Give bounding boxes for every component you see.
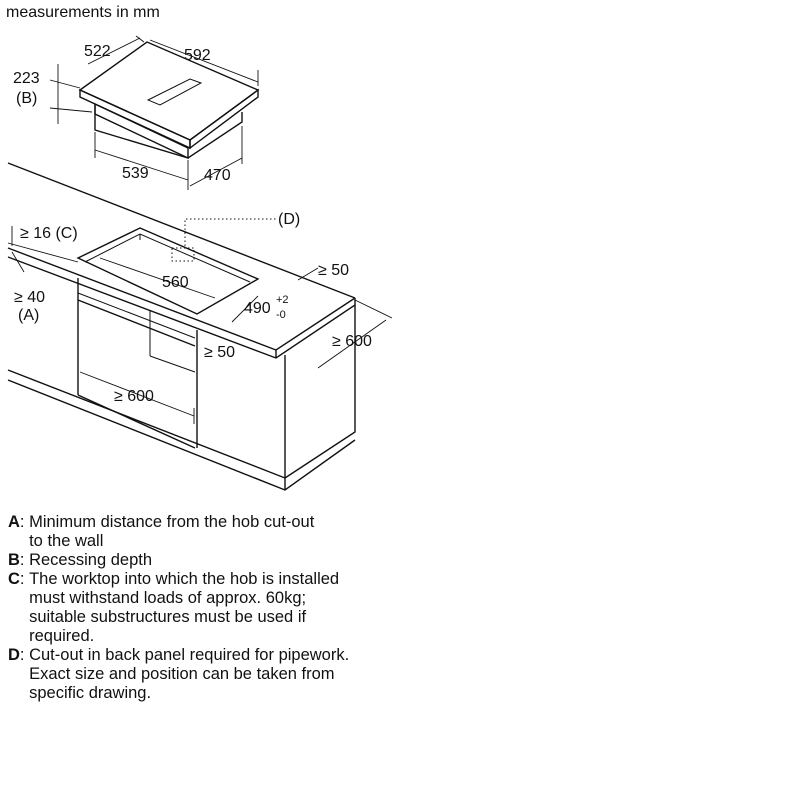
units-label: measurements in mm xyxy=(6,4,160,21)
hob-cutout xyxy=(76,227,260,315)
legend-note-key: B xyxy=(8,551,20,569)
dim-body-depth-line xyxy=(189,157,243,187)
back-panel-cutout xyxy=(171,247,195,262)
worktop-front-lower xyxy=(7,256,356,359)
dim-wall-distance-line xyxy=(11,251,25,273)
legend-note: D: Cut-out in back panel required for pi… xyxy=(8,646,428,703)
plinth-bottom xyxy=(7,379,356,491)
cutout-depth-tol-plus: +2 xyxy=(276,294,289,306)
hob-glass-edge-right xyxy=(189,88,259,150)
edge-margin-value: ≥ 16 (C) xyxy=(20,225,78,242)
dim-worktop-depth-line xyxy=(317,319,387,369)
worktop-drawing: ≥ 16 (C) (D) ≥ 40 (A) 560 490 +2 -0 ≥ 50… xyxy=(7,162,393,491)
installation-diagram: 522 592 223 (B) 539 470 xyxy=(7,35,393,491)
worktop-depth-value: ≥ 600 xyxy=(332,333,372,350)
hob-glass-edge xyxy=(79,88,191,150)
hob-width-value: 592 xyxy=(184,47,211,64)
legend-note-text: The worktop into which the hob is instal… xyxy=(29,570,340,645)
legend-note-text: Minimum distance from the hob cut-out to… xyxy=(29,513,315,550)
side-clearance-value: ≥ 50 xyxy=(318,262,349,279)
legend-note-key: A xyxy=(8,513,20,531)
cutout-depth-value: 490 xyxy=(244,300,271,317)
hob-body-width-value: 539 xyxy=(122,165,149,182)
worktop-front-edge xyxy=(7,247,356,351)
cabinet-bottom xyxy=(77,394,196,449)
legend-note-text: Recessing depth xyxy=(29,551,153,569)
hob-body-depth-value: 470 xyxy=(204,167,231,184)
legend-note-separator: : xyxy=(19,646,30,664)
wall-distance-value: ≥ 40 xyxy=(14,289,45,306)
back-panel-leader xyxy=(184,218,276,246)
hob-body-front xyxy=(94,102,189,160)
legend-note: B: Recessing depth xyxy=(8,551,428,570)
wall-distance-key: (A) xyxy=(18,307,39,324)
legend-note-separator: : xyxy=(19,570,30,588)
worktop-back-edge xyxy=(7,162,356,299)
hob-body-outline xyxy=(94,104,243,159)
dim-depth-line xyxy=(87,37,141,65)
cabinet-shelf xyxy=(77,299,196,347)
legend-note: C: The worktop into which the hob is ins… xyxy=(8,570,428,646)
cabinet-width-value: ≥ 600 xyxy=(114,388,154,405)
hob-extractor-vent xyxy=(146,78,203,106)
hob-depth-value: 522 xyxy=(84,43,111,60)
cutout-width-value: 560 xyxy=(162,274,189,291)
legend-note: A: Minimum distance from the hob cut-out… xyxy=(8,513,428,551)
legend-note-separator: : xyxy=(19,513,30,531)
hob-drawing: 522 592 223 (B) 539 470 xyxy=(13,35,260,190)
dim-cabinet-width-line xyxy=(79,371,195,417)
back-panel-key: (D) xyxy=(278,211,300,228)
hob-height-key: (B) xyxy=(16,90,37,107)
legend-note-separator: : xyxy=(19,551,30,569)
cabinet-right-side xyxy=(284,305,356,479)
dim-side-clearance-line xyxy=(297,267,319,281)
hob-height-value: 223 xyxy=(13,70,40,87)
legend-note-text: Cut-out in back panel required for pipew… xyxy=(29,646,350,702)
dim-body-width-line xyxy=(94,149,189,181)
cutout-depth-tol-minus: -0 xyxy=(276,309,286,321)
legend-note-key: D xyxy=(8,646,20,664)
dim-width-line xyxy=(149,39,259,83)
front-clearance-value: ≥ 50 xyxy=(204,344,235,361)
plinth-top xyxy=(7,369,286,479)
dim-cutout-depth-line xyxy=(231,295,259,323)
dim-cutout-width-line xyxy=(99,257,216,299)
legend-note-key: C xyxy=(8,570,20,588)
legend-notes: A: Minimum distance from the hob cut-out… xyxy=(8,513,428,703)
